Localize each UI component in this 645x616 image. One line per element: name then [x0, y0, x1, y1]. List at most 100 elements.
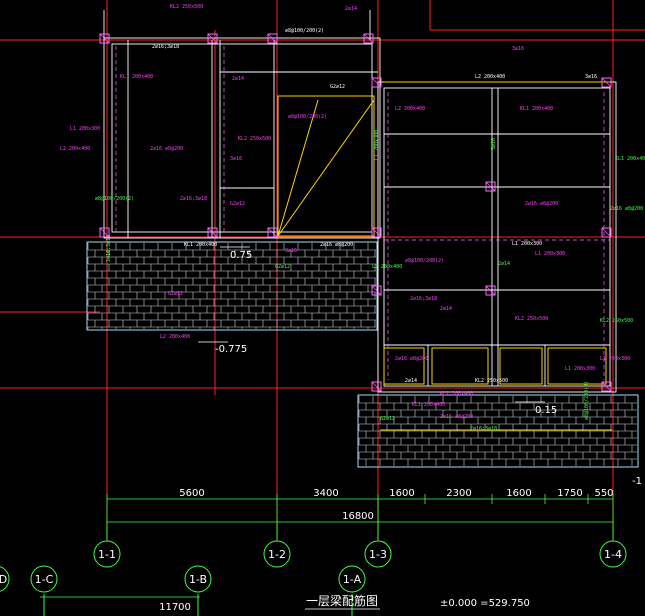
rebar-annotation: KL2 250x500: [238, 136, 271, 142]
rebar-annotation: KL1 200x400: [184, 242, 217, 248]
column-cross: [485, 285, 496, 296]
column-square: [99, 33, 110, 44]
yellow-bay-d: [547, 347, 607, 385]
level-label-1: 0.75: [230, 250, 252, 261]
rebar-annotation: L2 200x400: [60, 146, 90, 152]
axis-label-1-4: 1-4: [604, 548, 622, 561]
dim-total-right: 16800: [342, 511, 374, 522]
rebar-annotation: ⌀8@100/200(2): [405, 258, 444, 264]
hatch-left-pattern: [87, 243, 376, 329]
axis-label-1-A: 1-A: [343, 573, 362, 586]
hatch-right-pattern: [358, 396, 637, 466]
rebar-annotation: KL1 200x400: [120, 74, 153, 80]
rebar-annotation: L1 200x300: [535, 251, 565, 257]
column-square: [371, 77, 382, 88]
axis-bubble-1-A[interactable]: [338, 565, 366, 593]
dim-span-6: 1750: [557, 488, 582, 499]
rebar-annotation: KL2 250x500: [600, 318, 633, 324]
rebar-annotation: 2⌀16 ⌀8@200: [610, 206, 643, 212]
rebar-annotation: L1 200x300: [565, 366, 595, 372]
rebar-annotation: KL1 200x400: [520, 106, 553, 112]
axis-bubble-D[interactable]: [0, 566, 10, 592]
rebar-annotation: 2⌀16;3⌀18: [106, 235, 112, 262]
axis-bubble-1-1[interactable]: [93, 540, 121, 568]
stair-diagonal-a: [277, 99, 319, 237]
rebar-annotation: KL2 250x500: [515, 316, 548, 322]
rebar-annotation: G2⌀12: [330, 84, 345, 90]
rebar-annotation: ⌀8@100/200(2): [584, 381, 590, 420]
column-cross: [371, 285, 382, 296]
rebar-annotation: 2⌀16;3⌀18: [470, 426, 497, 432]
stair-diagonal-b: [277, 99, 375, 237]
rebar-annotation: 2⌀14: [345, 6, 357, 12]
dim-span-3: 1600: [389, 488, 414, 499]
column-cross: [363, 33, 374, 44]
column-square: [371, 381, 382, 392]
axis-bubble-1-3[interactable]: [364, 540, 392, 568]
stair-opening-rect: [277, 95, 375, 237]
dim-span-7: 550: [594, 488, 613, 499]
column-square: [601, 77, 612, 88]
yellow-bay-b: [431, 347, 489, 385]
yellow-bay-c: [499, 347, 543, 385]
column-cross: [99, 33, 110, 44]
axis-bubble-1-B[interactable]: [184, 565, 212, 593]
level-labels: 0.75 -0.775 0.15 -1: [198, 246, 642, 487]
rebar-annotation: L1 200x300: [70, 126, 100, 132]
rebar-annotation: 2⌀14: [440, 306, 452, 312]
axis-bubble-1-C[interactable]: [30, 565, 58, 593]
rebar-annotation: 3⌀16: [585, 74, 597, 80]
yellow-bay-a: [383, 347, 425, 385]
rebar-annotation: 2⌀16;3⌀18: [410, 296, 437, 302]
rebar-annotation: 2⌀14: [405, 378, 417, 384]
rebar-annotation: KL2 250x500: [170, 4, 203, 10]
axis-bubble-labels: 1-1 1-2 1-3 1-4 1-C 1-B 1-A D: [0, 548, 622, 586]
axis-label-1-3: 1-3: [369, 548, 387, 561]
rebar-annotation: ⌀8@100/200(2): [288, 114, 327, 120]
dimension-texts: 5600 3400 1600 2300 1600 1750 550 16800 …: [159, 488, 613, 613]
column-square: [601, 227, 612, 238]
column-square: [485, 181, 496, 192]
column-square: [371, 285, 382, 296]
hatched-area-right: [357, 394, 639, 468]
column-cross: [371, 227, 382, 238]
rebar-annotation: KL1 200x400: [440, 391, 473, 397]
column-cross: [601, 381, 612, 392]
rebar-annotation: L2 200x400: [160, 334, 190, 340]
rebar-annotation: KL1 200x400: [615, 156, 645, 162]
rebar-annotation: ⌀8@100/200(2): [285, 28, 324, 34]
drawing-title: 一层梁配筋图: [306, 593, 378, 608]
beam-frame-left-inner: [111, 43, 373, 233]
column-square: [267, 227, 278, 238]
rebar-annotation: 2⌀16 ⌀8@200: [440, 414, 473, 420]
level-label-3: 0.15: [535, 405, 557, 416]
level-label-2: -0.775: [215, 344, 247, 355]
rebar-annotation: KL2 250x500: [475, 378, 508, 384]
dim-span-2: 3400: [313, 488, 338, 499]
axis-label-1-2: 1-2: [268, 548, 286, 561]
axis-bubble-1-2[interactable]: [263, 540, 291, 568]
column-square: [207, 33, 218, 44]
rebar-annotation: L1 200x300: [512, 241, 542, 247]
column-square: [485, 285, 496, 296]
stair-opening: [277, 81, 612, 431]
axis-label-D: D: [0, 573, 7, 586]
rebar-annotation: L2 200x400: [475, 74, 505, 80]
rebar-annotation: KL1 200x400: [412, 402, 445, 408]
column-cross: [99, 227, 110, 238]
rebar-annotation: 2⌀16 ⌀8@200: [395, 356, 428, 362]
column-cross: [601, 227, 612, 238]
rebar-annotation: 2⌀16;3⌀18: [152, 44, 179, 50]
rebar-annotation: 2⌀16 ⌀8@200: [150, 146, 183, 152]
dim-span-1: 5600: [179, 488, 204, 499]
column-cross: [485, 181, 496, 192]
dim-span-5: 1600: [506, 488, 531, 499]
axis-bubble-1-4[interactable]: [599, 540, 627, 568]
rebar-annotation: G2⌀12: [230, 201, 245, 207]
rebar-annotation: L2 200x400: [395, 106, 425, 112]
rebar-annotation: L1 200x300: [374, 130, 380, 160]
rebar-annotation: 2⌀14: [498, 261, 510, 267]
dim-span-4: 2300: [446, 488, 471, 499]
